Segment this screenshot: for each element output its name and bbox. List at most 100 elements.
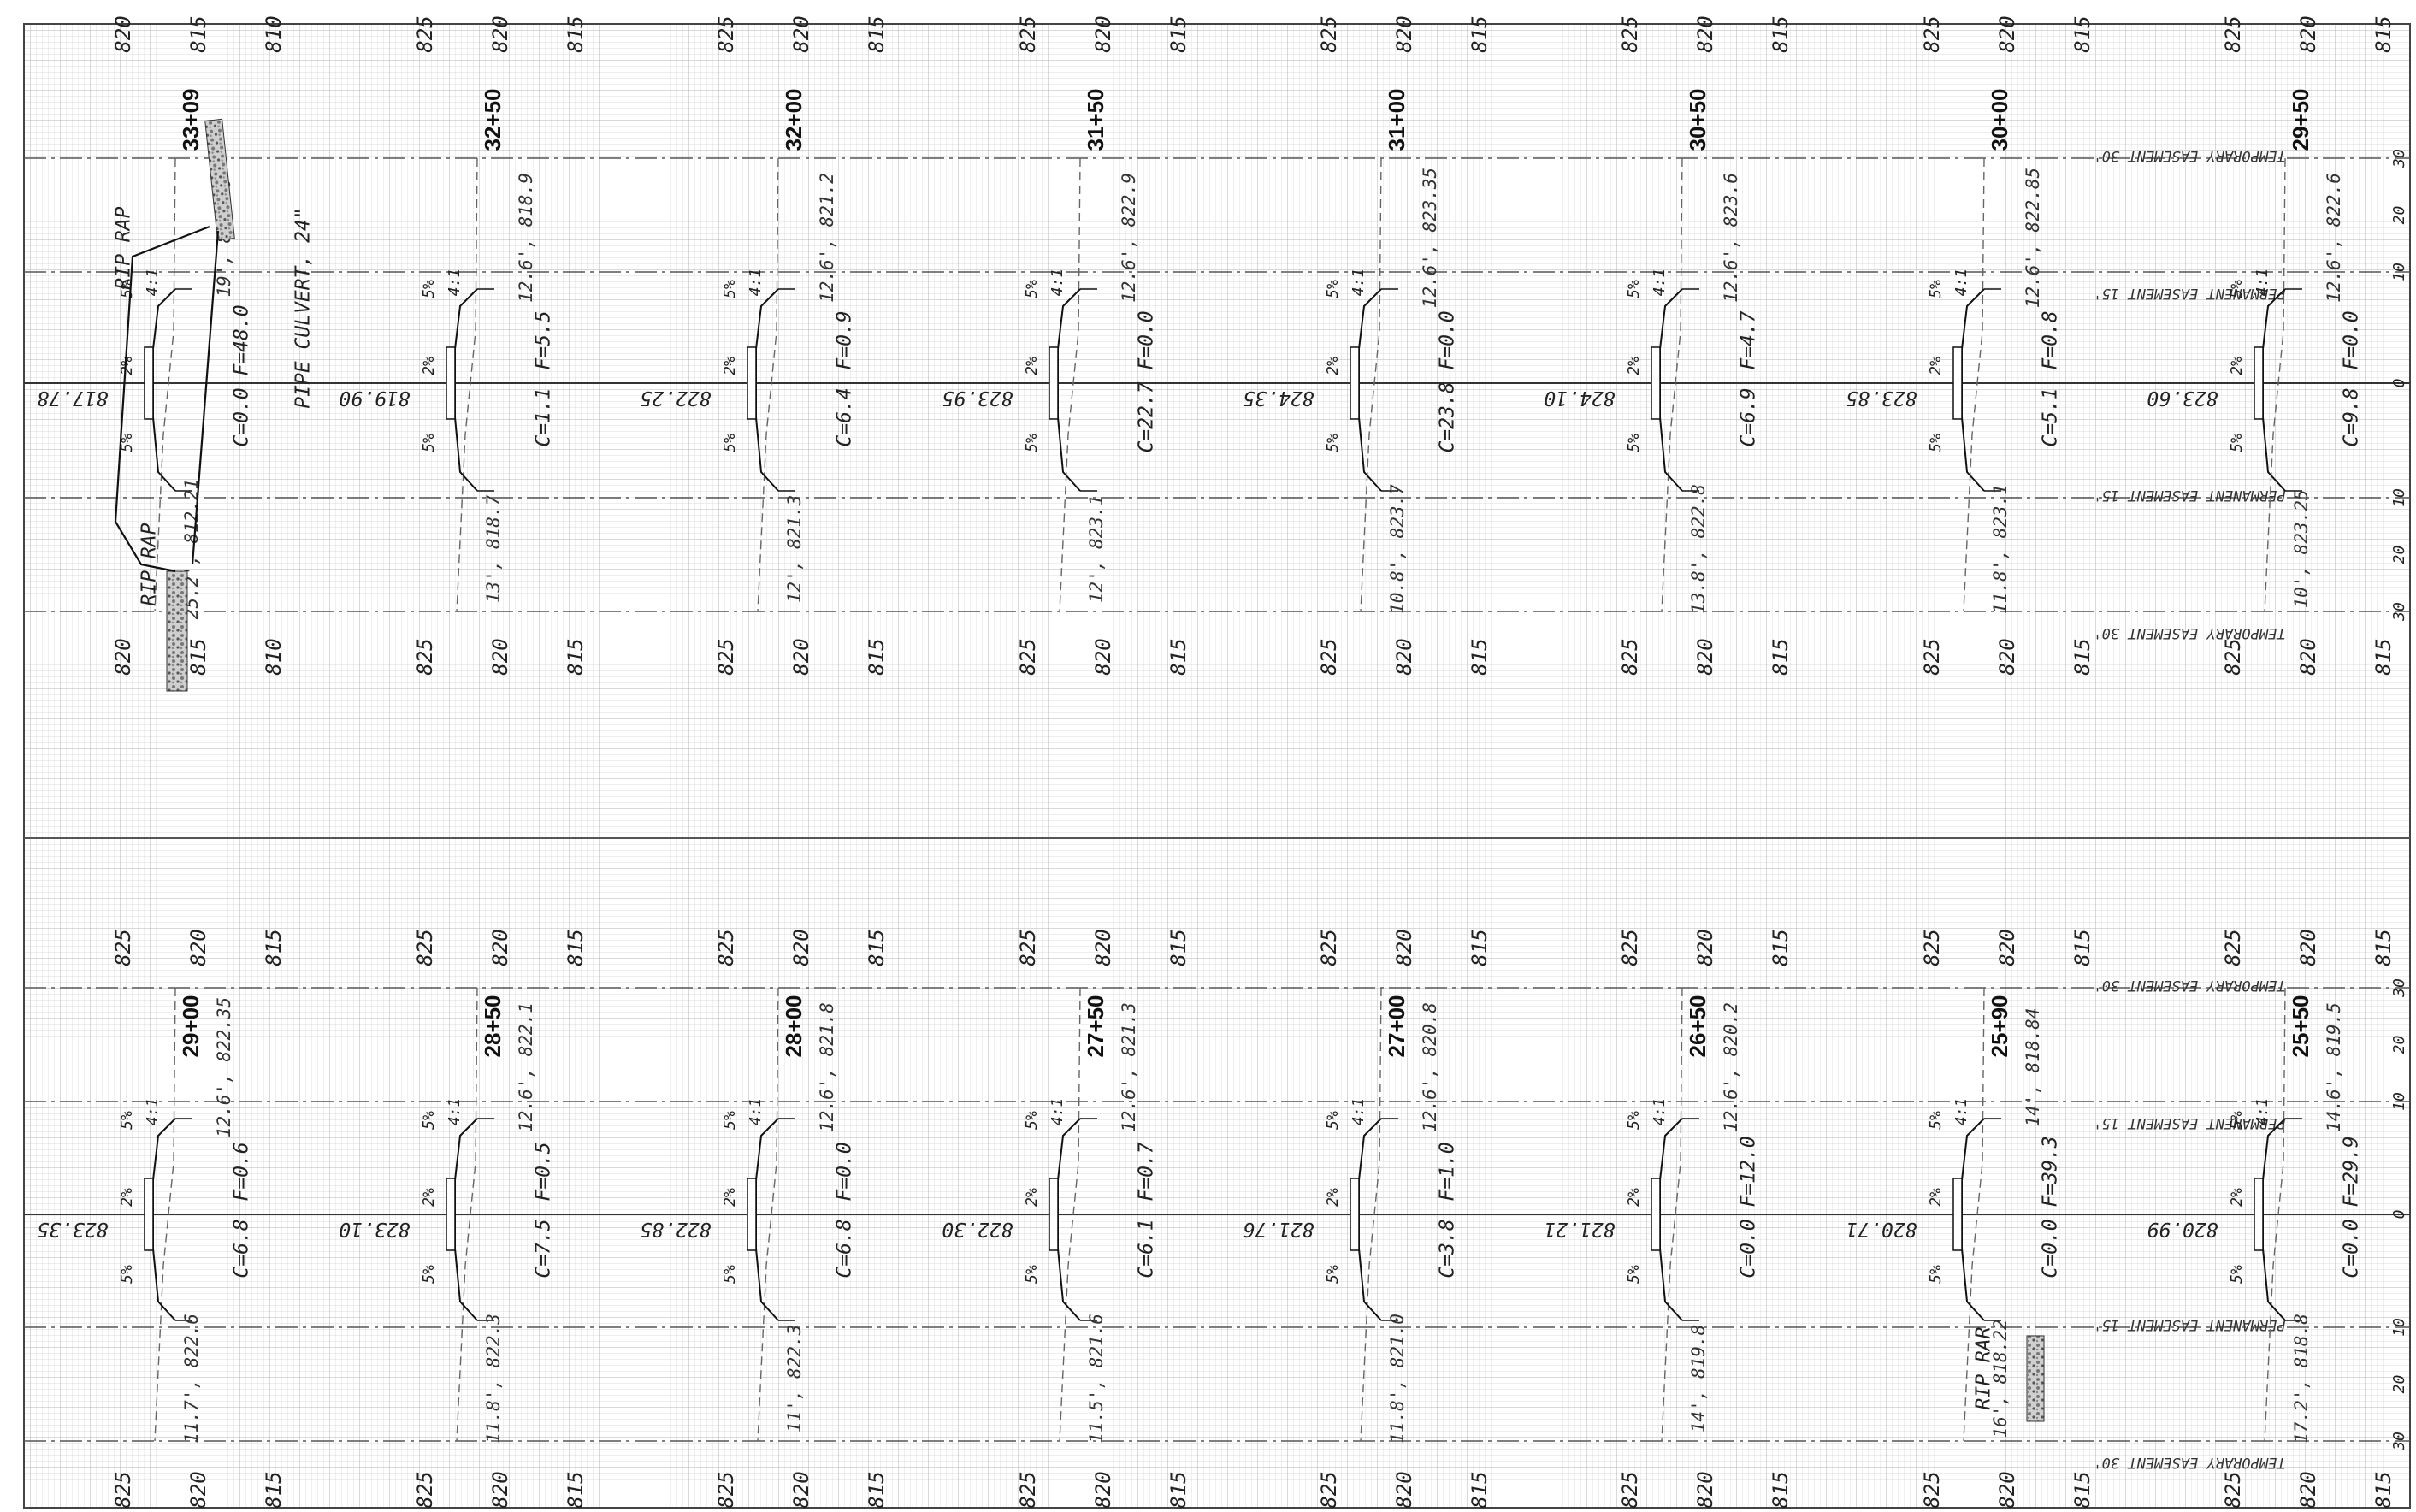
fill-value: F=5.5	[533, 310, 555, 369]
slope-label: 5%	[1625, 280, 1643, 298]
elevation-scale-label: 815	[865, 15, 889, 52]
cut-value: C=6.1	[1136, 1219, 1158, 1278]
elevation-scale-label: 820	[2296, 638, 2320, 675]
elevation-scale-label: 820	[789, 1471, 813, 1508]
fill-value: F=0.0	[1437, 310, 1459, 369]
slope-label: 5%	[1625, 434, 1643, 452]
centerline-elevation: 822.30	[942, 1218, 1013, 1240]
existing-ground-line	[1360, 157, 1382, 612]
slope-label: 4:1	[2254, 1098, 2271, 1126]
easement-label: PERMANENT EASEMENT 15'	[2093, 1316, 2285, 1333]
centerline-elevation: 823.60	[2147, 387, 2218, 409]
elevation-scale-label: 825	[1920, 929, 1944, 966]
elevation-scale-label: 815	[1769, 15, 1793, 52]
pipe-culvert-label: PIPE CULVERT, 24"	[292, 207, 315, 408]
elevation-scale-label: 820	[1995, 1471, 2019, 1508]
elevation-scale-label: 820	[1091, 15, 1115, 52]
elevation-scale-label: 815	[2372, 1471, 2395, 1508]
elevation-scale-label: 825	[111, 1471, 135, 1508]
pavement-box	[1350, 346, 1360, 420]
pavement-box	[1049, 346, 1059, 420]
existing-ground-line	[1360, 987, 1382, 1442]
elevation-scale-label: 815	[1769, 929, 1793, 966]
cut-value: C=0.0	[231, 387, 253, 446]
slope-label: 2%	[2228, 1188, 2246, 1207]
cut-value: C=6.8	[834, 1219, 856, 1278]
station-label: 29+50	[2288, 88, 2313, 151]
existing-ground-line	[456, 987, 478, 1442]
pavement-box	[2254, 346, 2264, 420]
centerline-elevation: 821.21	[1544, 1218, 1615, 1240]
elevation-scale-label: 815	[2070, 1471, 2094, 1508]
slope-label: 2%	[1023, 357, 1041, 375]
offset-tick-label: 0	[2390, 1210, 2408, 1220]
right-catch-label: 12', 821.3	[784, 495, 805, 603]
elevation-scale-label: 825	[714, 15, 738, 52]
slope-label: 2%	[1927, 1188, 1945, 1207]
elevation-scale-label: 820	[1995, 929, 2019, 966]
fill-value: F=48.0	[231, 304, 253, 375]
station-label: 28+00	[781, 995, 806, 1057]
cut-value: C=9.8	[2341, 387, 2363, 446]
offset-tick-label: 10	[2390, 1092, 2408, 1111]
elevation-scale-label: 815	[2070, 15, 2094, 52]
cut-value: C=0.0	[2341, 1219, 2363, 1278]
elevation-scale-label: 815	[865, 638, 889, 675]
offset-tick-label: 10	[2390, 1318, 2408, 1337]
elevation-scale-label: 820	[488, 638, 512, 675]
existing-ground-line	[456, 157, 478, 612]
elevation-scale-label: 825	[413, 638, 437, 675]
elevation-scale-label: 820	[111, 638, 135, 675]
left-catch-label: 12.6', 823.35	[1420, 168, 1440, 308]
slope-label: 4:1	[1049, 1098, 1066, 1126]
pavement-box	[1952, 1178, 1963, 1251]
elevation-scale-label: 825	[1016, 929, 1040, 966]
offset-tick-label: 30	[2390, 978, 2408, 998]
slope-label: 2%	[1023, 1188, 1041, 1207]
elevation-scale-label: 825	[413, 929, 437, 966]
slope-label: 5%	[1625, 1265, 1643, 1284]
cut-value: C=6.9	[1738, 387, 1760, 446]
elevation-scale-label: 825	[2221, 15, 2245, 52]
slope-label: 4:1	[1952, 269, 1970, 297]
offset-tick-label: 0	[2390, 379, 2408, 388]
elevation-scale-label: 820	[1693, 929, 1717, 966]
slope-label: 5%	[1023, 1111, 1041, 1130]
right-catch-label: 11', 822.3	[784, 1325, 805, 1432]
fill-value: F=0.7	[1136, 1142, 1158, 1201]
rip-rap-fill	[204, 118, 235, 241]
elevation-scale-label: 820	[1392, 929, 1416, 966]
right-catch-label: 11.8', 822.3	[483, 1314, 504, 1444]
slope-label: 5%	[118, 434, 136, 452]
right-catch-label: 13', 818.7	[483, 494, 504, 603]
elevation-scale-label: 825	[1317, 1471, 1341, 1508]
slope-label: 2%	[1625, 1188, 1643, 1207]
left-catch-label: 12.6', 818.9	[516, 173, 536, 303]
fill-value: F=0.0	[1136, 310, 1158, 369]
elevation-scale-label: 810	[262, 638, 286, 675]
station-label: 27+50	[1083, 995, 1108, 1057]
elevation-scale-label: 815	[2372, 929, 2395, 966]
station-label: 33+09	[178, 88, 204, 151]
elevation-scale-label: 820	[2296, 15, 2320, 52]
elevation-scale-label: 825	[1317, 15, 1341, 52]
cut-value: C=5.1	[2040, 387, 2062, 446]
offset-tick-label: 30	[2390, 1432, 2408, 1451]
cut-value: C=6.4	[834, 387, 856, 446]
right-catch-label: 12', 823.1	[1086, 495, 1107, 603]
slope-label: 5%	[721, 434, 739, 452]
centerline-elevation: 823.10	[339, 1218, 410, 1240]
existing-ground-line	[1059, 987, 1081, 1442]
existing-ground-line	[154, 157, 176, 612]
cut-value: C=23.8	[1437, 381, 1459, 452]
elevation-scale-label: 825	[1618, 1471, 1642, 1508]
elevation-scale-label: 815	[1167, 15, 1190, 52]
right-catch-label: 16', 818.22	[1990, 1319, 2011, 1438]
slope-label: 5%	[1023, 434, 1041, 452]
culvert-section-line	[114, 225, 210, 573]
slope-label: 5%	[721, 1265, 739, 1284]
slope-label: 5%	[721, 280, 739, 298]
elevation-scale-label: 820	[488, 1471, 512, 1508]
